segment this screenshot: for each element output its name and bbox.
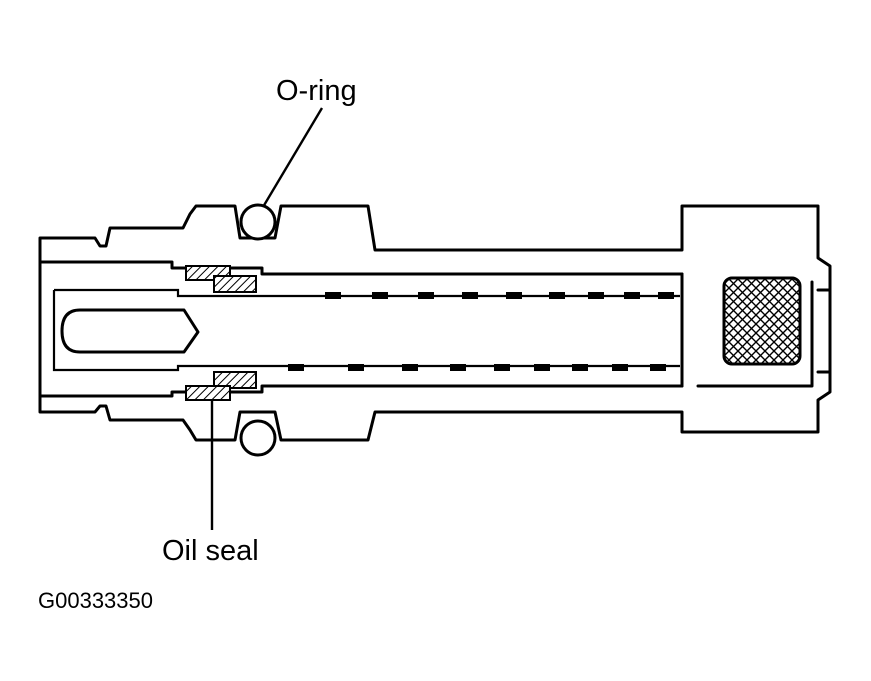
o-ring-top xyxy=(239,203,277,241)
oil-seal-label: Oil seal xyxy=(162,535,259,567)
connector-end xyxy=(680,272,832,388)
filter-screen xyxy=(722,276,802,366)
o-ring-label: O-ring xyxy=(276,75,357,107)
o-ring-leader xyxy=(261,107,324,208)
valve-bore xyxy=(38,260,684,398)
oil-seal-bottom xyxy=(185,371,257,401)
valve-body-outline xyxy=(38,204,832,442)
figure-id: G00333350 xyxy=(38,588,153,613)
spring-coils-bottom xyxy=(288,364,666,371)
o-ring-bottom xyxy=(239,419,277,457)
oil-seal-top xyxy=(185,265,257,293)
spool-bore xyxy=(52,288,680,372)
spring-coils-top xyxy=(325,292,674,299)
plunger-tip xyxy=(60,308,200,354)
